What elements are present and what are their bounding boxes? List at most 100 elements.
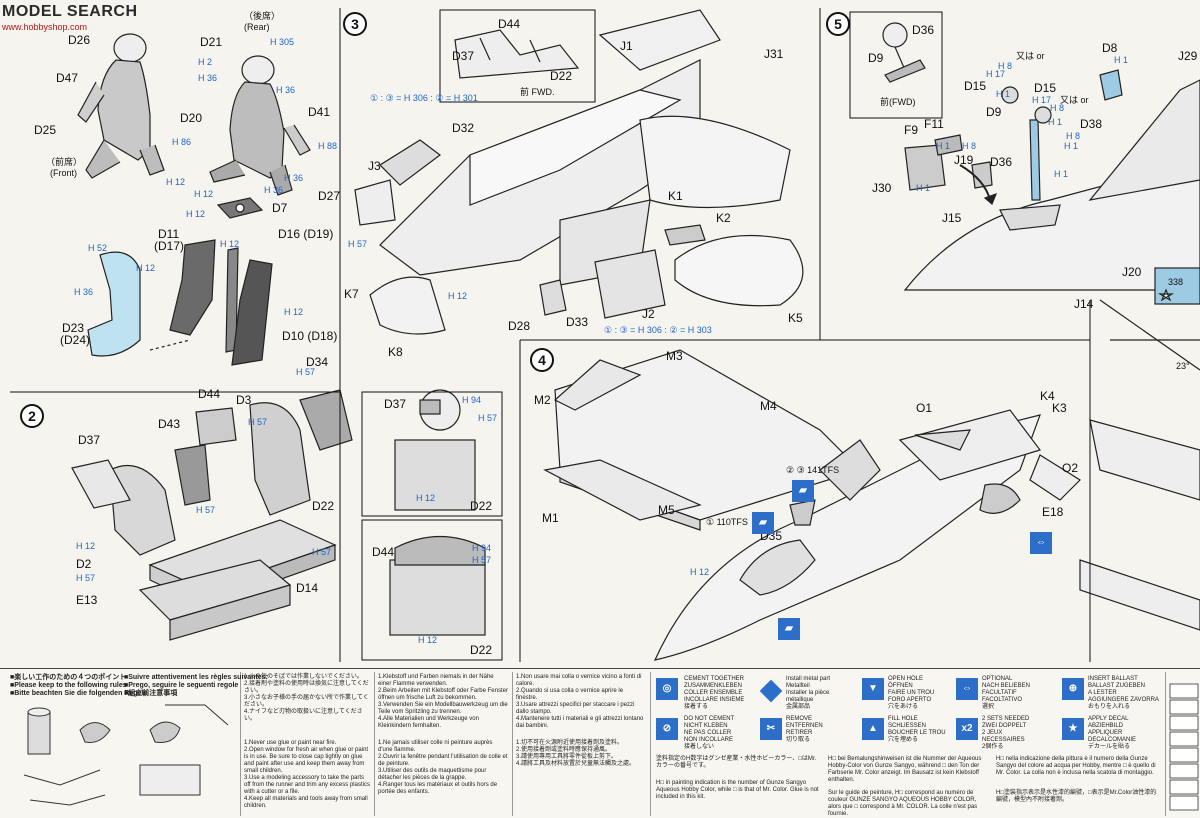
color-code: H 8 bbox=[962, 141, 977, 151]
symbol-label: DO NOT CEMENT NICHT KLEBEN NE PAS COLLER… bbox=[684, 716, 735, 750]
symbol-label: OPEN HOLE ÖFFNEN FAIRE UN TROU FORO APER… bbox=[888, 676, 935, 710]
step-number-5: 5 bbox=[826, 12, 850, 36]
pilot-front-figure bbox=[77, 33, 165, 179]
part-label: J20 bbox=[1122, 265, 1142, 279]
open-hole-icon: ▼ bbox=[862, 678, 884, 700]
part-label: K5 bbox=[788, 311, 803, 325]
or-label: 又は or bbox=[1060, 95, 1089, 105]
part-label: D38 bbox=[1080, 117, 1103, 131]
part-label: D22 bbox=[470, 643, 493, 657]
decal-icon: ▰ bbox=[778, 618, 800, 640]
color-code: H 36 bbox=[74, 287, 94, 297]
angle-label: 23° bbox=[1176, 361, 1190, 371]
watermark-brand: MODEL SEARCH bbox=[2, 3, 138, 20]
decal-label: ① 110TFS bbox=[706, 517, 748, 527]
part-label: D25 bbox=[34, 123, 57, 137]
right-edge-art bbox=[1079, 267, 1200, 631]
rules-fr: 1.Ne jamais utiliser colle ni peinture a… bbox=[378, 740, 508, 795]
part-label: J15 bbox=[942, 211, 962, 225]
step-number-2: 2 bbox=[20, 404, 44, 428]
part-label: (D17) bbox=[154, 239, 185, 253]
symbol-label: CEMENT TOGETHER ZUSAMMENKLEBEN COLLER EN… bbox=[684, 676, 745, 710]
glue-icon: ◎ bbox=[656, 678, 678, 700]
part-label: M1 bbox=[542, 511, 559, 525]
aircraft-main bbox=[653, 409, 1081, 661]
color-code: H 8 bbox=[1066, 131, 1081, 141]
panel-rear-art bbox=[389, 535, 486, 636]
color-code: H 57 bbox=[312, 547, 332, 557]
color-code: H 57 bbox=[76, 573, 96, 583]
part-label: K4 bbox=[1040, 389, 1055, 403]
color-code: H 305 bbox=[270, 37, 295, 47]
symbol-label: 2 SETS NEEDED ZWEI DOPPELT 2 JEUX NECESS… bbox=[982, 716, 1030, 750]
part-label: D47 bbox=[56, 71, 79, 85]
part-label: D9 bbox=[868, 51, 884, 65]
color-code: H 1 bbox=[996, 89, 1011, 99]
color-code: H 17 bbox=[986, 69, 1006, 79]
part-label: M3 bbox=[666, 349, 683, 363]
paint-note-jp: 塗料指定のH数字はグンゼ産業・水性ホビーカラー、□はMr.カラーの番号です。 bbox=[656, 756, 817, 769]
color-mix: ① : ③ = H 306 : ② = H 303 bbox=[604, 325, 712, 335]
part-label: O2 bbox=[1062, 461, 1079, 475]
part-label: D14 bbox=[296, 581, 319, 595]
optional-icon: ⇔ bbox=[1030, 532, 1052, 554]
color-code: H 12 bbox=[220, 239, 240, 249]
rules-heading-cn: ■組立前注意事項 bbox=[124, 690, 178, 697]
part-label: M2 bbox=[534, 393, 551, 407]
part-label: J14 bbox=[1074, 297, 1094, 311]
color-code: H 57 bbox=[248, 417, 268, 427]
part-label: D32 bbox=[452, 121, 475, 135]
part-label: D3 bbox=[236, 393, 252, 407]
part-label: D15 bbox=[964, 79, 987, 93]
symbol-label: INSERT BALLAST BALLAST ZUGEBEN A LESTER … bbox=[1088, 676, 1159, 710]
part-label: J31 bbox=[764, 47, 784, 61]
divider bbox=[1165, 672, 1166, 816]
step5-inset-art bbox=[882, 22, 926, 83]
part-label: J3 bbox=[368, 159, 381, 173]
part-label: D26 bbox=[68, 33, 91, 47]
ballast-icon: ⊕ bbox=[1062, 678, 1084, 700]
rules-jp: 1.火の気のそばでは作業しないでください。 2.接着剤や塗料の使用時は換気に注意… bbox=[244, 674, 369, 722]
part-label: D22 bbox=[470, 499, 493, 513]
color-code: H 12 bbox=[186, 209, 206, 219]
part-label: D22 bbox=[312, 499, 335, 513]
color-code: H 8 bbox=[1050, 103, 1065, 113]
part-label: D10 (D18) bbox=[282, 329, 338, 343]
wing-assembly bbox=[543, 349, 862, 531]
rules-en: 1.Never use glue or paint near fire. 2.O… bbox=[244, 740, 370, 809]
fwd-label: 前 FWD. bbox=[520, 87, 555, 97]
rules-heading-fr: ■Suivre attentivement les règles suivant… bbox=[124, 674, 268, 681]
color-code: H 57 bbox=[472, 555, 492, 565]
rules-it: 1.Non usare mai colla o vernice vicino a… bbox=[516, 674, 644, 729]
divider bbox=[374, 672, 375, 816]
color-code: H 57 bbox=[196, 505, 216, 515]
part-label: D43 bbox=[158, 417, 181, 431]
part-label: D44 bbox=[198, 387, 221, 401]
symbol-label: OPTIONAL NACH BELIEBEN FACULTATIF FACOLT… bbox=[982, 676, 1031, 710]
color-code: H 36 bbox=[276, 85, 296, 95]
panel-front-art bbox=[394, 389, 476, 511]
color-code: H 52 bbox=[88, 243, 108, 253]
part-label: E18 bbox=[1042, 505, 1064, 519]
part-label: K1 bbox=[668, 189, 683, 203]
no-glue-icon: ⊘ bbox=[656, 718, 678, 740]
front-seat-en: (Front) bbox=[50, 168, 77, 178]
part-label: F11 bbox=[924, 117, 944, 131]
pilot-rear-figure bbox=[209, 55, 311, 196]
rules-heading-jp: ■楽しい工作のための４つのポイント bbox=[10, 674, 127, 681]
fwd-label: 前(FWD) bbox=[880, 97, 916, 107]
optional-icon: ⇔ bbox=[956, 678, 978, 700]
part-label: J19 bbox=[954, 153, 974, 167]
or-label: 又は or bbox=[1016, 51, 1045, 61]
part-label: K7 bbox=[344, 287, 359, 301]
insignia-number: 338 bbox=[1168, 277, 1184, 287]
color-code: H 1 bbox=[916, 183, 931, 193]
part-label: D23 bbox=[62, 321, 85, 335]
part-label: M5 bbox=[658, 503, 675, 517]
part-label: D20 bbox=[180, 111, 203, 125]
decal-icon: ▰ bbox=[792, 480, 814, 502]
part-label: D2 bbox=[76, 557, 92, 571]
